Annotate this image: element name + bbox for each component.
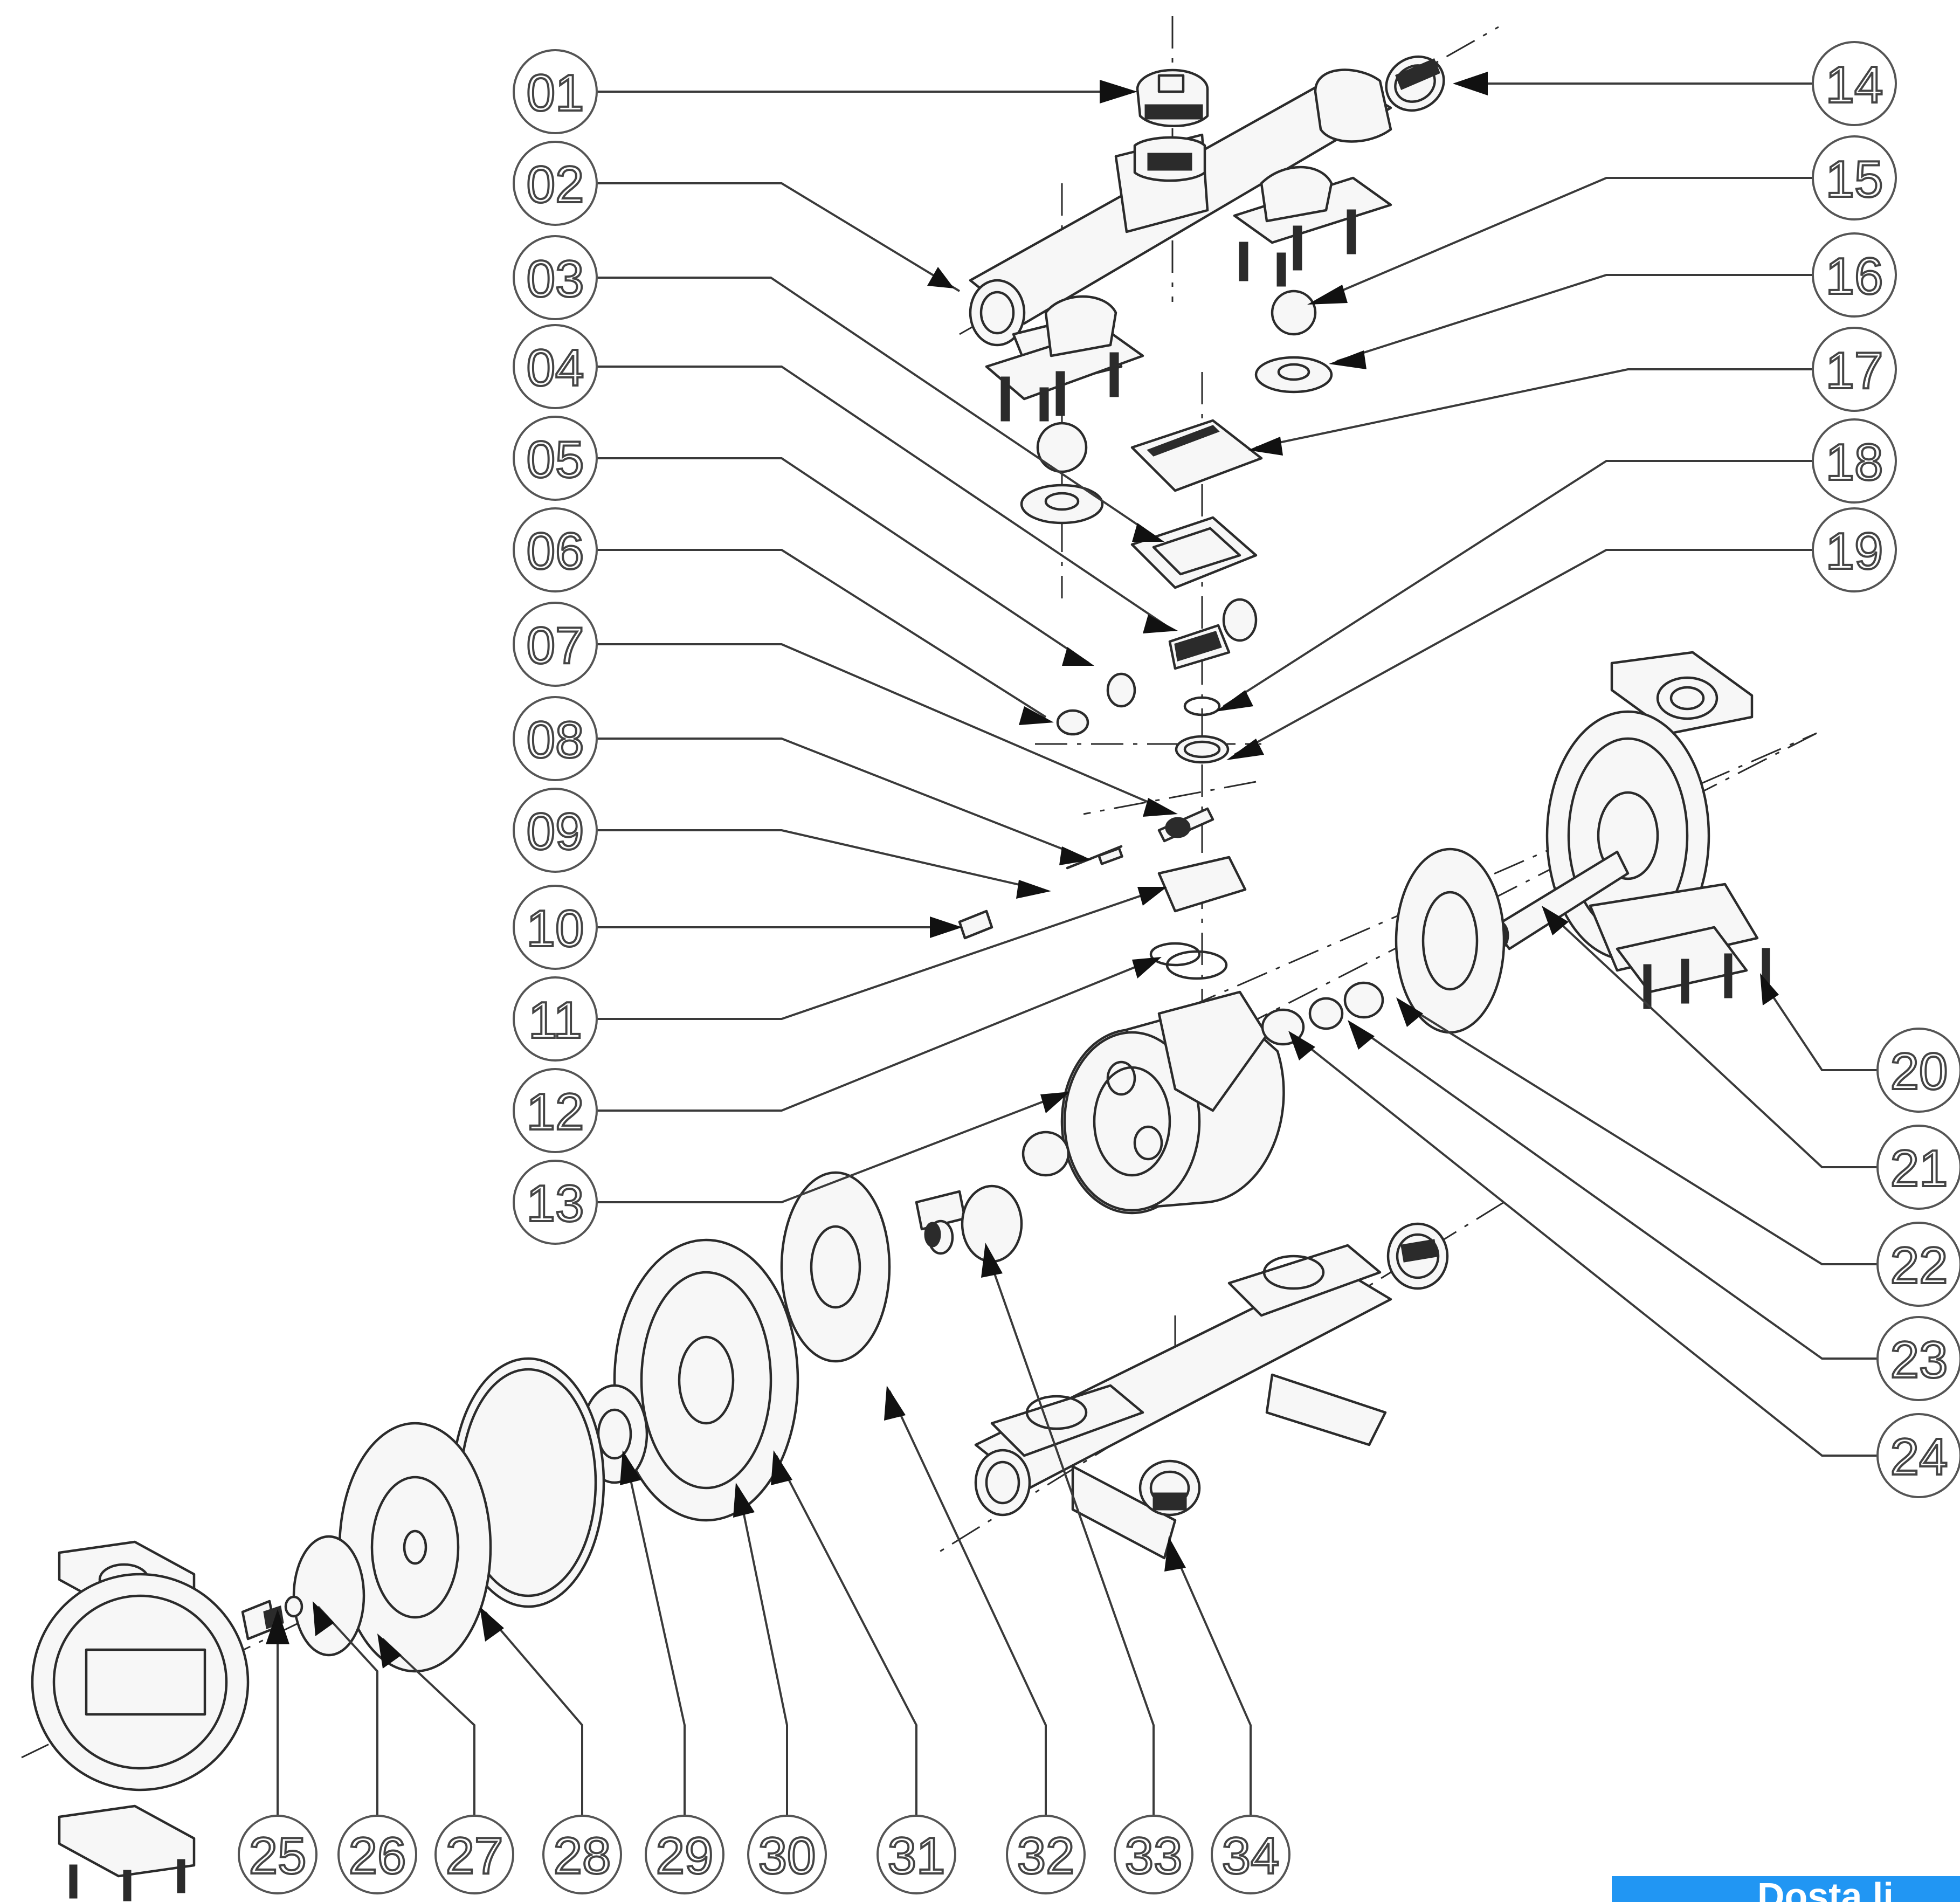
svg-text:14: 14: [1826, 56, 1883, 114]
callout-24: 24: [1876, 1413, 1960, 1498]
svg-text:06: 06: [527, 522, 584, 580]
callout-19: 19: [1812, 507, 1897, 592]
svg-text:02: 02: [527, 156, 584, 213]
svg-text:19: 19: [1826, 522, 1883, 580]
callout-30: 30: [747, 1815, 827, 1894]
port-plug-14: [1385, 55, 1445, 112]
svg-text:05: 05: [527, 431, 584, 488]
corner-tab-label: Dosta li: [1757, 1876, 1894, 1902]
callout-02: 02: [513, 141, 598, 226]
svg-text:10: 10: [527, 900, 584, 957]
callout-31: 31: [877, 1815, 956, 1894]
svg-text:18: 18: [1826, 433, 1883, 491]
top-manifold: [969, 55, 1445, 422]
svg-text:31: 31: [888, 1827, 946, 1885]
top-plug-01: [1136, 68, 1209, 127]
corner-tab[interactable]: Dosta li: [1612, 1876, 1960, 1902]
leader-lines: [277, 82, 1878, 1820]
svg-text:17: 17: [1826, 342, 1883, 399]
callout-33: 33: [1114, 1815, 1193, 1894]
svg-text:04: 04: [527, 339, 584, 397]
callouts-lower-right: 20 21 22 23 24: [1876, 1028, 1960, 1498]
valve-components: [958, 290, 1333, 980]
callout-32: 32: [1006, 1815, 1086, 1894]
callout-26: 26: [337, 1815, 417, 1894]
svg-text:27: 27: [446, 1827, 503, 1885]
svg-text:01: 01: [527, 64, 584, 122]
callout-07: 07: [513, 602, 598, 687]
callout-18: 18: [1812, 418, 1897, 504]
svg-text:23: 23: [1890, 1331, 1948, 1389]
callout-29: 29: [645, 1815, 724, 1894]
svg-text:33: 33: [1125, 1827, 1183, 1885]
svg-text:28: 28: [554, 1827, 611, 1885]
callout-04: 04: [513, 324, 598, 409]
callout-01: 01: [513, 49, 598, 134]
callout-05: 05: [513, 416, 598, 501]
callouts-bottom: 25 26 27 28 29 30 31 32 33 34: [238, 1815, 1290, 1894]
callout-15: 15: [1812, 135, 1897, 220]
svg-text:12: 12: [527, 1083, 584, 1141]
callout-21: 21: [1876, 1125, 1960, 1210]
svg-text:09: 09: [527, 803, 584, 860]
callout-17: 17: [1812, 327, 1897, 412]
svg-text:11: 11: [528, 991, 582, 1049]
callout-08: 08: [513, 696, 598, 781]
callouts-left: 01 02 03 04 05 06 07 08 09 10 11 12 13: [513, 49, 598, 1245]
lower-manifold: [974, 1222, 1449, 1560]
svg-text:15: 15: [1826, 150, 1883, 208]
callout-14: 14: [1812, 41, 1897, 126]
svg-text:29: 29: [656, 1827, 714, 1885]
callout-20: 20: [1876, 1028, 1960, 1113]
callout-25: 25: [238, 1815, 318, 1894]
svg-text:20: 20: [1890, 1043, 1948, 1100]
callout-11: 11: [513, 976, 598, 1062]
callout-28: 28: [542, 1815, 622, 1894]
svg-text:30: 30: [758, 1827, 816, 1885]
arrowheads: [266, 72, 1779, 1669]
callouts-right: 14 15 16 17 18 19: [1812, 41, 1897, 592]
right-housing: [1395, 651, 1770, 1034]
svg-text:26: 26: [349, 1827, 406, 1885]
svg-text:13: 13: [527, 1175, 584, 1232]
svg-text:34: 34: [1222, 1827, 1280, 1885]
callout-22: 22: [1876, 1222, 1960, 1307]
svg-text:16: 16: [1826, 247, 1883, 305]
svg-text:08: 08: [527, 711, 584, 769]
svg-text:32: 32: [1017, 1827, 1075, 1885]
svg-text:07: 07: [527, 617, 584, 674]
callout-23: 23: [1876, 1316, 1960, 1401]
center-axes: [21, 16, 1817, 1759]
center-body: [1022, 981, 1384, 1215]
callout-06: 06: [513, 507, 598, 592]
callout-13: 13: [513, 1160, 598, 1245]
svg-text:24: 24: [1890, 1428, 1948, 1486]
callout-03: 03: [513, 235, 598, 320]
callout-34: 34: [1211, 1815, 1290, 1894]
callout-27: 27: [434, 1815, 514, 1894]
callout-09: 09: [513, 788, 598, 873]
svg-text:21: 21: [1890, 1140, 1948, 1197]
svg-text:03: 03: [527, 250, 584, 308]
svg-text:22: 22: [1890, 1237, 1948, 1294]
callout-16: 16: [1812, 232, 1897, 318]
svg-text:25: 25: [249, 1827, 307, 1885]
callout-12: 12: [513, 1068, 598, 1153]
assembled-pump-thumbnail: [31, 1540, 250, 1901]
callout-10: 10: [513, 885, 598, 970]
